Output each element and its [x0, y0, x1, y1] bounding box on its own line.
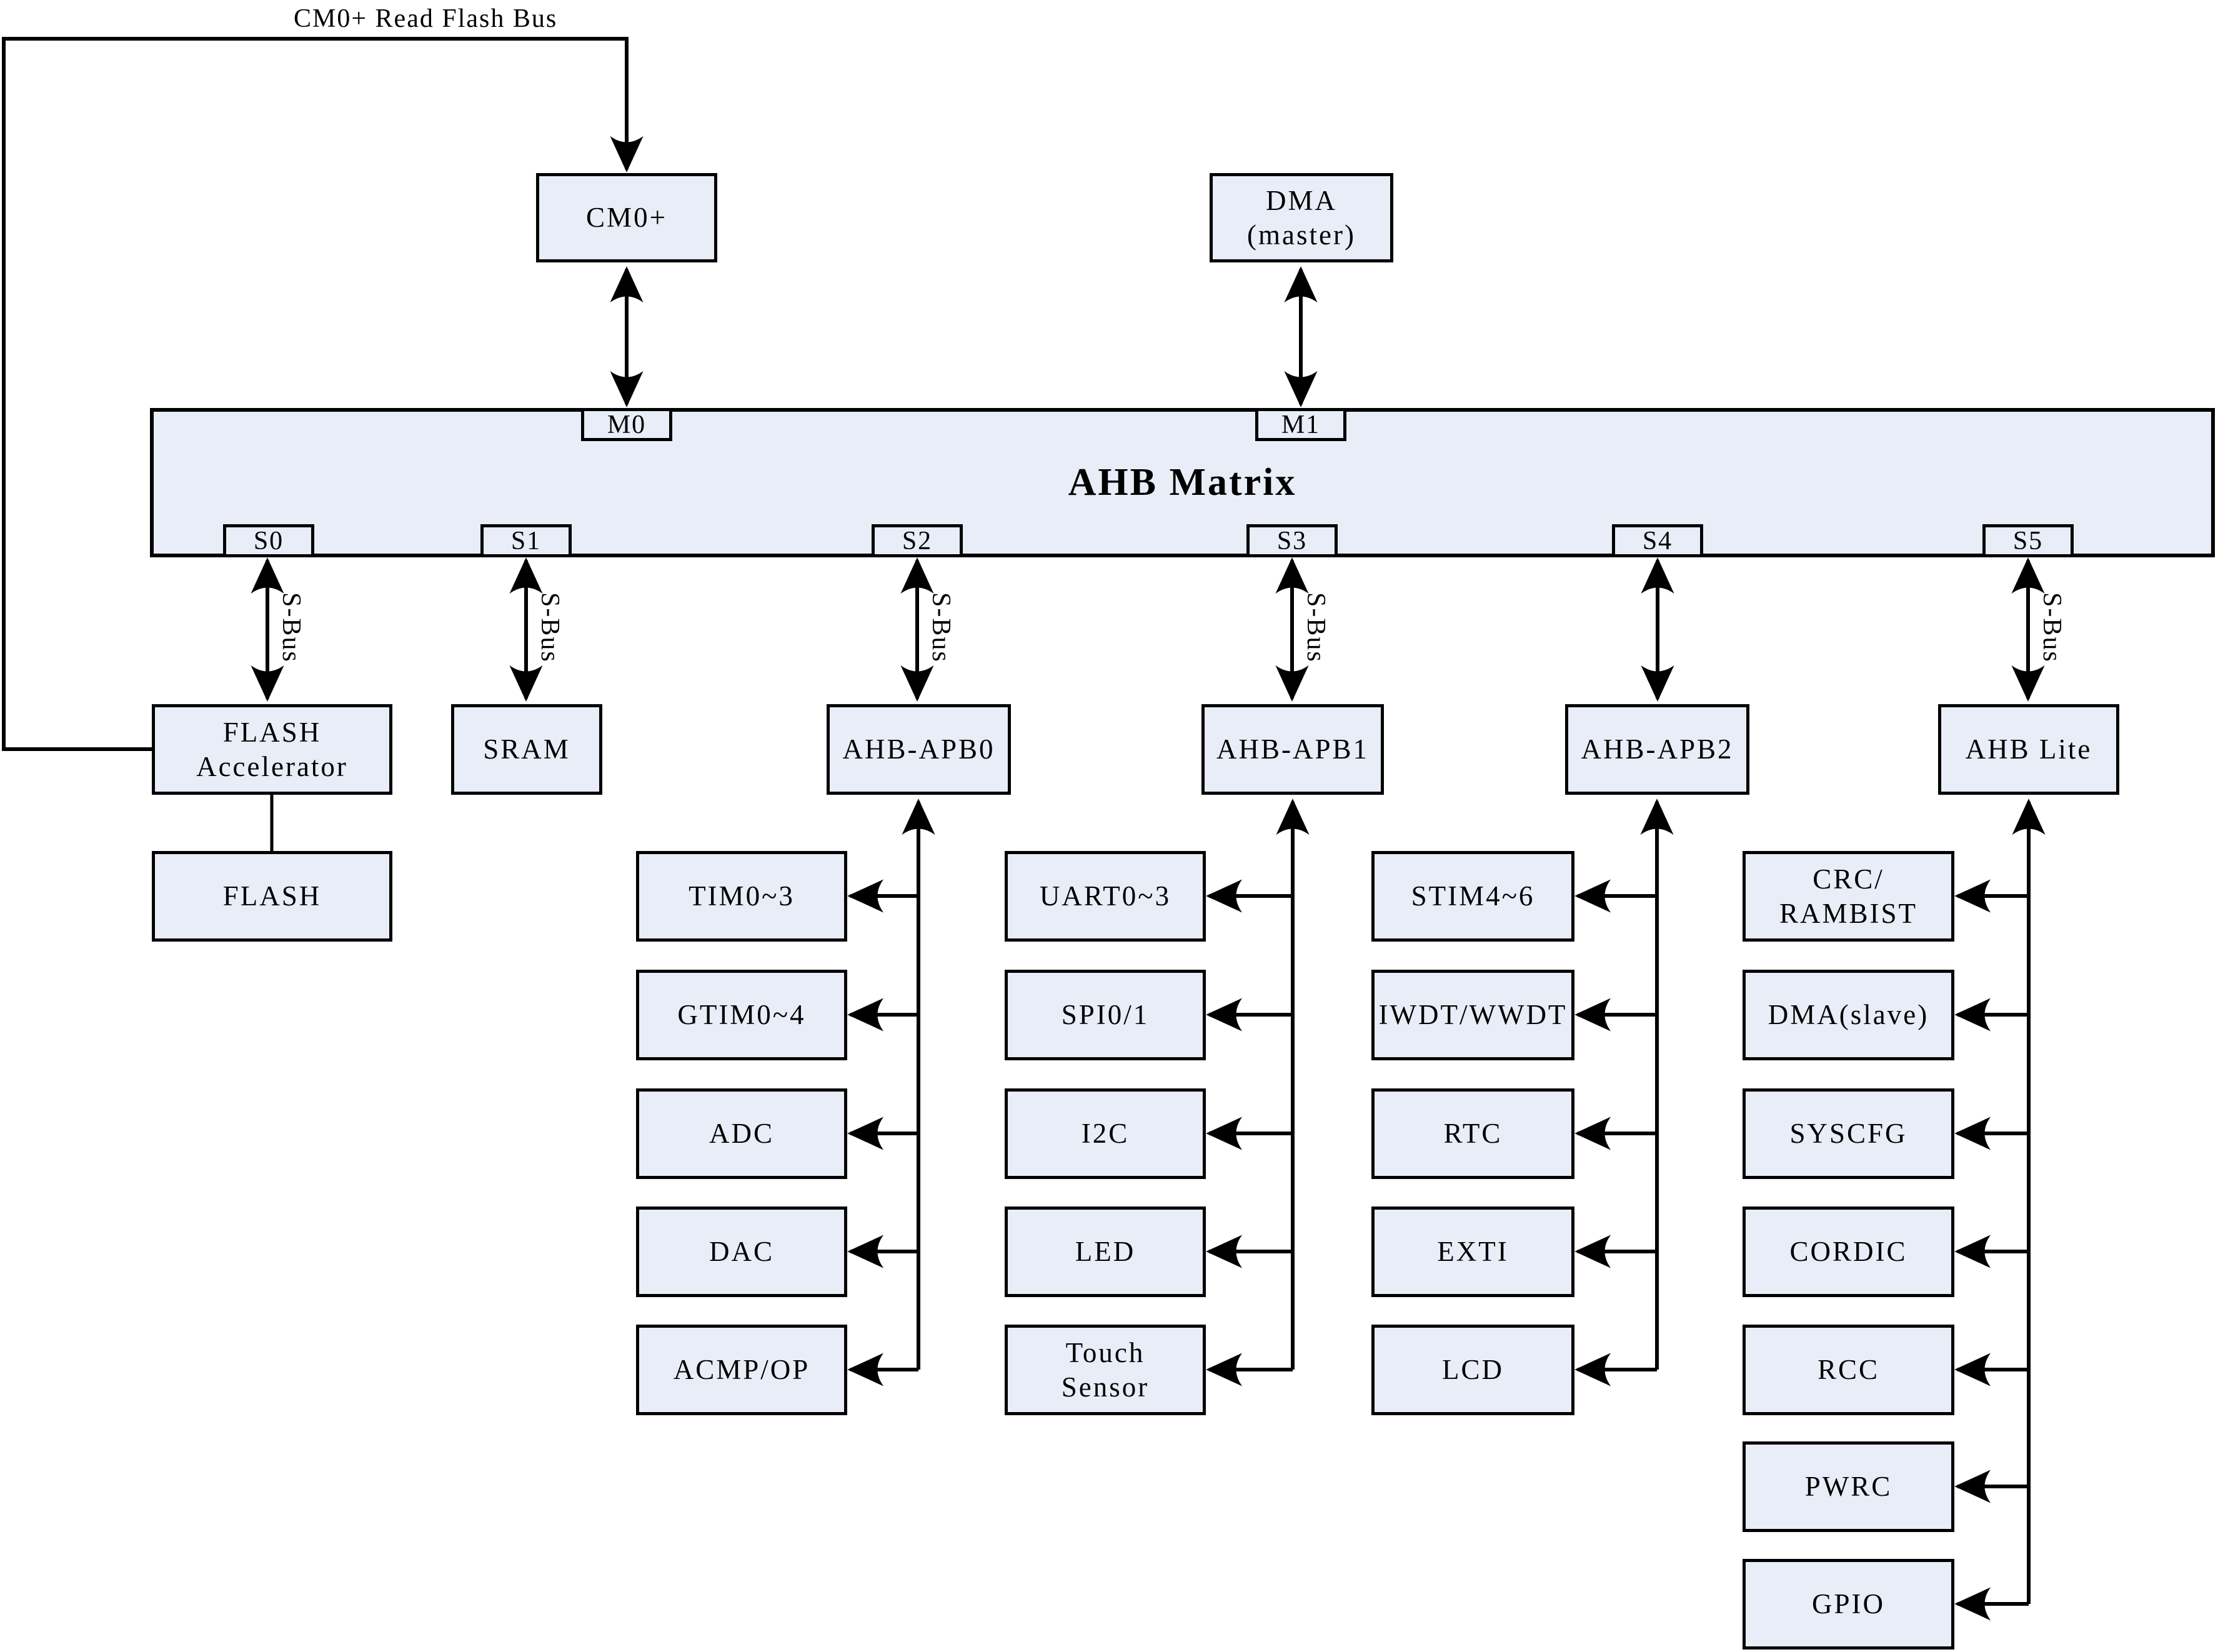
- matrix-port-m0: M0: [581, 408, 672, 441]
- block-exti: EXTI: [1371, 1207, 1574, 1297]
- block-ahb-apb1: AHB-APB1: [1201, 704, 1384, 795]
- block-spi0-1: SPI0/1: [1005, 970, 1206, 1060]
- sbus-label-s0: S-Bus: [277, 592, 306, 663]
- block-sram: SRAM: [451, 704, 602, 795]
- block-ahb-apb0: AHB-APB0: [827, 704, 1011, 795]
- read-flash-bus-line: [2, 37, 644, 751]
- block-adc: ADC: [636, 1088, 847, 1179]
- sbus-label-s5: S-Bus: [2037, 592, 2066, 663]
- block-rtc: RTC: [1371, 1088, 1574, 1179]
- block-cordic: CORDIC: [1743, 1207, 1954, 1297]
- matrix-port-s5: S5: [1982, 524, 2074, 557]
- block-stim4-6: STIM4~6: [1371, 851, 1574, 942]
- block-ahb-lite: AHB Lite: [1938, 704, 2119, 795]
- block-flash-accelerator: FLASH Accelerator: [152, 704, 392, 795]
- sbus-label-s1: S-Bus: [535, 592, 564, 663]
- block-dma-master: DMA (master): [1210, 173, 1393, 262]
- block-led: LED: [1005, 1207, 1206, 1297]
- matrix-port-s2: S2: [872, 524, 963, 557]
- matrix-port-s1: S1: [480, 524, 572, 557]
- sbus-label-s2: S-Bus: [927, 592, 955, 663]
- matrix-port-s0: S0: [223, 524, 314, 557]
- block-crc-rambist: CRC/ RAMBIST: [1743, 851, 1954, 942]
- block-i2c: I2C: [1005, 1088, 1206, 1179]
- block-syscfg: SYSCFG: [1743, 1088, 1954, 1179]
- block-acmp-op: ACMP/OP: [636, 1325, 847, 1415]
- sbus-label-s3: S-Bus: [1301, 592, 1330, 663]
- block-iwdt-wwdt: IWDT/WWDT: [1371, 970, 1574, 1060]
- block-rcc: RCC: [1743, 1325, 1954, 1415]
- block-flash: FLASH: [152, 851, 392, 942]
- block-touch-sensor: Touch Sensor: [1005, 1325, 1206, 1415]
- read-flash-bus-label: CM0+ Read Flash Bus: [294, 4, 558, 33]
- block-gtim0-4: GTIM0~4: [636, 970, 847, 1060]
- ahb-matrix: AHB Matrix: [150, 408, 2215, 557]
- block-uart0-3: UART0~3: [1005, 851, 1206, 942]
- block-lcd: LCD: [1371, 1325, 1574, 1415]
- block-dma-slave: DMA(slave): [1743, 970, 1954, 1060]
- block-tim0-3: TIM0~3: [636, 851, 847, 942]
- block-pwrc: PWRC: [1743, 1441, 1954, 1532]
- matrix-port-s3: S3: [1246, 524, 1338, 557]
- ahb-matrix-title: AHB Matrix: [1068, 460, 1297, 504]
- matrix-port-s4: S4: [1612, 524, 1703, 557]
- matrix-port-m1: M1: [1255, 408, 1346, 441]
- block-ahb-apb2: AHB-APB2: [1565, 704, 1749, 795]
- block-cm0: CM0+: [536, 173, 717, 262]
- block-gpio: GPIO: [1743, 1559, 1954, 1650]
- block-dac: DAC: [636, 1207, 847, 1297]
